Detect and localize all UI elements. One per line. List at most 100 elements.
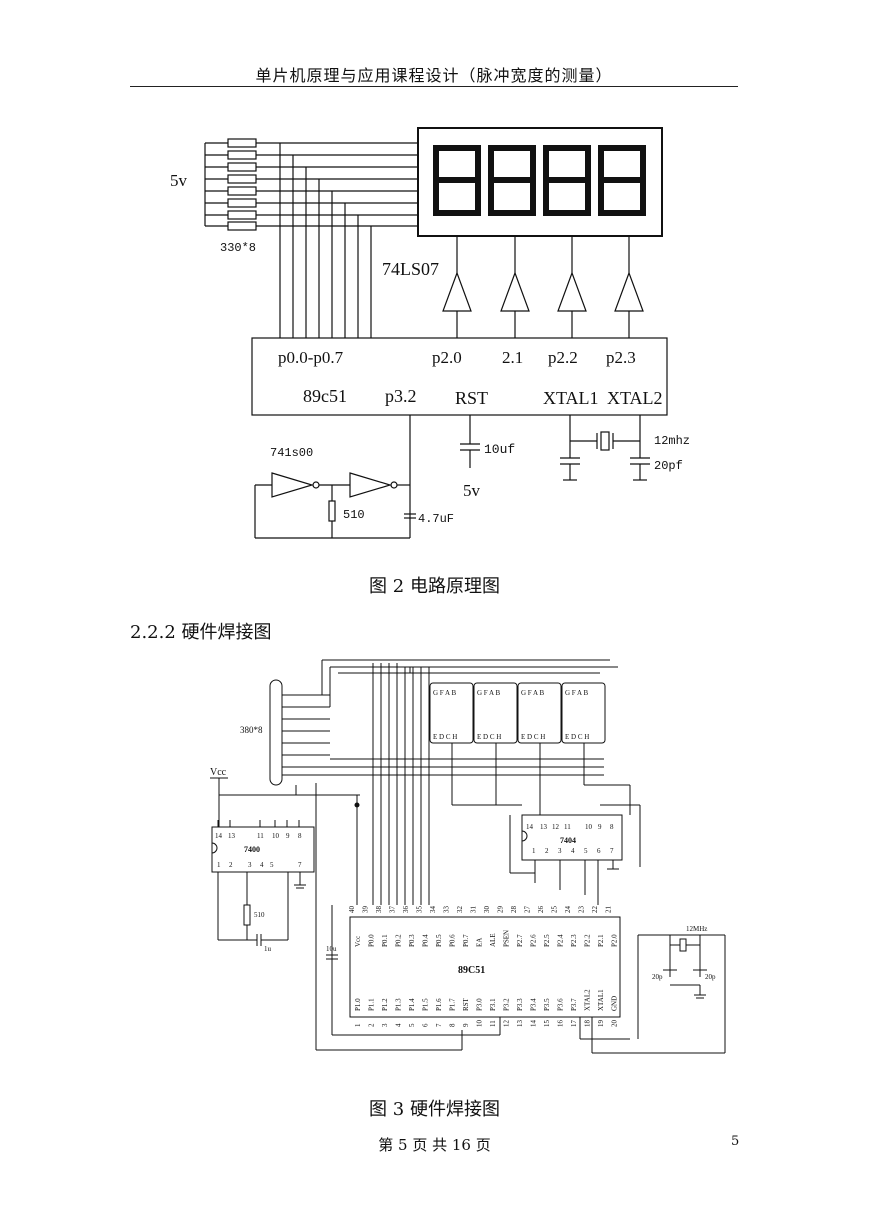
mcu-box (251, 337, 668, 416)
p0-bus (279, 143, 372, 338)
section-title: 2.2.2 硬件焊接图 (130, 622, 272, 643)
resistor-pack (269, 679, 330, 795)
pin-p20: p2.0 (432, 348, 462, 367)
mcu-bottom-pin-number: 12 (503, 1020, 511, 1028)
mcu-bottom-pin-number: 1 (354, 1023, 362, 1027)
mcu-top-pin-number: 27 (524, 906, 532, 914)
mcu-top-pin-name: P2.0 (611, 934, 619, 947)
mcu-top-pin-name: P0.4 (422, 934, 430, 947)
mcu-top-pin-number: 22 (591, 906, 599, 914)
mcu-top-pin-name: Vcc (354, 936, 362, 947)
cap-4-7uf: 4.7uF (418, 512, 454, 526)
chip-7404-label: 7404 (560, 836, 576, 845)
mcu-bottom-pin-number: 14 (530, 1020, 538, 1028)
mcu-bottom-pin-name: RST (462, 997, 470, 1011)
pin-7404-7: 7 (610, 847, 614, 855)
chip-89c51: 89c51 (303, 386, 347, 406)
vcc-label: Vcc (210, 767, 227, 778)
mcu-bottom-pin-name: P1.7 (449, 998, 457, 1011)
crystal-circuit (560, 415, 650, 481)
pin-7400-13: 13 (228, 832, 236, 840)
mcu-top-pin-name: P0.2 (395, 934, 403, 947)
mcu-top-pin-number: 33 (443, 906, 451, 914)
mcu-top-pin-name: P2.6 (530, 934, 538, 947)
resistor-network (204, 138, 418, 231)
pin-7400-7: 7 (298, 861, 302, 869)
pin-p0: p0.0-p0.7 (278, 348, 344, 367)
cap-1u-label: 1u (264, 945, 272, 953)
mcu-bottom-pin-name: XTAL1 (597, 989, 605, 1011)
pin-7404-1: 1 (532, 847, 536, 855)
mcu-bottom-pin-name: P3.1 (489, 998, 497, 1011)
pin-7400-5: 5 (270, 861, 274, 869)
mcu-bottom-pin-name: P1.0 (354, 998, 362, 1011)
mcu-top-pin-name: P0.3 (408, 934, 416, 947)
mcu-top-pin-number: 38 (375, 906, 383, 914)
pin-7404-9: 9 (598, 823, 602, 831)
digit1-bottom-pins: E D C H (433, 733, 457, 741)
mcu-bottom-pin-number: 10 (476, 1020, 484, 1028)
mcu-top-pin-number: 37 (389, 906, 397, 914)
label-5v: 5v (170, 171, 188, 190)
pin-xtal2: XTAL2 (607, 388, 663, 408)
digit3-bottom-pins: E D C H (521, 733, 545, 741)
digit2-top-pins: G F A B (477, 689, 500, 697)
mcu-bottom-pin-number: 15 (543, 1020, 551, 1028)
mcu-bottom-pin-name: P1.1 (368, 998, 376, 1011)
pin-7404-13: 13 (540, 823, 548, 831)
mcu-top-pin-number: 21 (605, 906, 613, 914)
hardware-wiring-figure: 380*8 G F A B G F A B G F A B G F A B E … (210, 659, 726, 1054)
pin-7400-9: 9 (286, 832, 290, 840)
pin-7404-5: 5 (584, 847, 588, 855)
cap-20p-a-label: 20p (652, 973, 663, 981)
pin-7400-1: 1 (217, 861, 221, 869)
digit2-bottom-pins: E D C H (477, 733, 501, 741)
cap-10u-label: 10u (326, 945, 337, 953)
mcu-top-pin-name: P0.5 (435, 934, 443, 947)
mcu-bottom-pin-number: 16 (557, 1020, 565, 1028)
pin-7400-8: 8 (298, 832, 302, 840)
digit4-bottom-pins: E D C H (565, 733, 589, 741)
buffer-gates (442, 236, 644, 338)
pin-7400-4: 4 (260, 861, 264, 869)
mcu-top-pin-number: 35 (416, 906, 424, 914)
pin-7404-10: 10 (585, 823, 593, 831)
mcu-bottom-pin-number: 4 (395, 1023, 403, 1027)
mcu-top-pin-name: PSEN (503, 930, 511, 947)
inverter-chain (254, 415, 416, 539)
pin-7404-3: 3 (558, 847, 562, 855)
mcu-top-pin-name: P0.6 (449, 934, 457, 947)
mcu-top-pin-number: 34 (429, 906, 437, 914)
mcu-top-pin-name: P2.3 (570, 934, 578, 947)
cap-20pf: 20pf (654, 459, 683, 473)
digit-select-wiring (451, 743, 631, 905)
pin-7400-2: 2 (229, 861, 233, 869)
mcu-top-pin-number: 32 (456, 906, 464, 914)
mcu-bottom-pin-name: P3.0 (476, 998, 484, 1011)
res-510-label: 510 (254, 911, 265, 919)
pin-xtal1: XTAL1 (543, 388, 599, 408)
seven-segment-display (417, 127, 663, 237)
digit3-top-pins: G F A B (521, 689, 544, 697)
mcu-top-pin-name: P2.1 (597, 934, 605, 947)
mcu-top-pin-name: P0.7 (462, 934, 470, 947)
crystal-12mhz-label: 12MHz (686, 925, 707, 933)
mcu-bottom-pin-number: 9 (462, 1023, 470, 1027)
mcu-bottom-pin-number: 2 (368, 1023, 376, 1027)
mcu-top-pin-number: 31 (470, 906, 478, 914)
mcu-top-pin-number: 36 (402, 906, 410, 914)
mcu-top-pin-number: 29 (497, 906, 505, 914)
mcu-top-pin-number: 26 (537, 906, 545, 914)
label-330x8: 330*8 (220, 241, 256, 255)
mcu-top-pin-number: 40 (348, 906, 356, 914)
page-footer: 第 5 页 共 16 页 (378, 1136, 491, 1154)
pin-7404-8: 8 (610, 823, 614, 831)
cap-20p-b-label: 20p (705, 973, 716, 981)
mcu-top-pin-number: 24 (564, 906, 572, 914)
pin-p23: p2.3 (606, 348, 636, 367)
mcu-top-pin-number: 28 (510, 906, 518, 914)
gate-741s00: 741s00 (270, 446, 313, 460)
label-74ls07: 74LS07 (382, 259, 439, 279)
pin-7404-6: 6 (597, 847, 601, 855)
mcu-top-pin-number: 30 (483, 906, 491, 914)
